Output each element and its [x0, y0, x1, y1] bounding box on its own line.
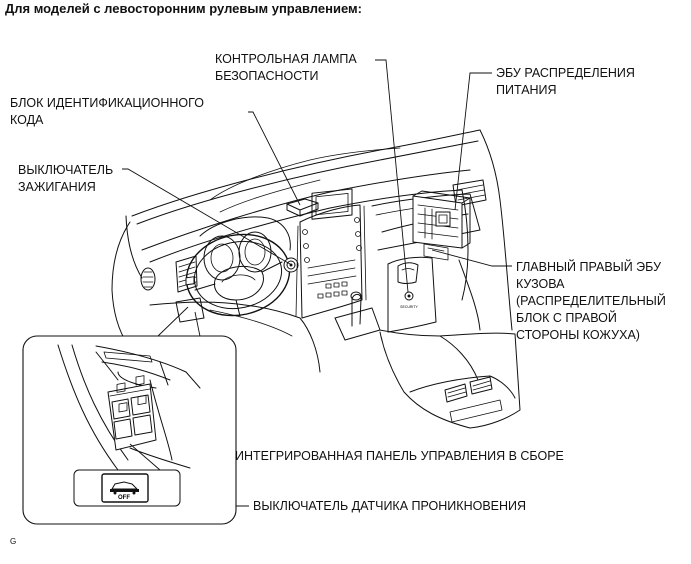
label-main-body-ecu-line-3: (РАСПРЕДЕЛИТЕЛЬНЫЙ [516, 294, 666, 308]
security-lamp-text: SECURITY [400, 305, 418, 309]
rear-vents [444, 376, 493, 403]
instrument-cluster [199, 216, 291, 281]
label-id-code-box: БЛОК ИДЕНТИФИКАЦИОННОГО КОДА [10, 95, 204, 129]
inset-integration-panel [107, 375, 157, 451]
leader-lines [122, 59, 512, 507]
security-lamp-panel: SECURITY [387, 256, 437, 333]
windshield-outline [125, 129, 501, 279]
label-security-lamp: КОНТРОЛЬНАЯ ЛАМПА БЕЗОПАСНОСТИ [215, 51, 357, 85]
car-icon [110, 481, 139, 495]
off-button-text: OFF [118, 495, 130, 501]
label-main-body-ecu-line-5: СТОРОНЫ КОЖУХА) [516, 328, 640, 342]
main-body-ecu-part [423, 243, 449, 261]
center-stack-buttons [317, 281, 348, 299]
center-tunnel [379, 199, 521, 429]
page-heading: Для моделей с левосторонним рулевым упра… [5, 1, 362, 16]
label-main-body-ecu-line-2: КУЗОВА [516, 277, 565, 291]
label-main-body-ecu-line-1: ГЛАВНЫЙ ПРАВЫЙ ЭБУ [516, 260, 662, 274]
ignition-switch-part [283, 257, 299, 273]
label-power-distribution-ecu: ЭБУ РАСПРЕДЕЛЕНИЯ ПИТАНИЯ [496, 65, 635, 99]
gear-lever [334, 291, 381, 341]
label-security-lamp-line-1: КОНТРОЛЬНАЯ ЛАМПА [215, 52, 357, 66]
figure-code: G [10, 537, 17, 546]
dashboard-top [141, 147, 471, 263]
lower-dash-left [149, 276, 321, 373]
inset-detail: OFF [22, 335, 237, 525]
label-ignition-switch-line-1: ВЫКЛЮЧАТЕЛЬ [18, 163, 114, 177]
label-main-body-ecu: ГЛАВНЫЙ ПРАВЫЙ ЭБУ КУЗОВА (РАСПРЕДЕЛИТЕЛ… [516, 259, 666, 344]
label-intrusion-sensor-switch: ВЫКЛЮЧАТЕЛЬ ДАТЧИКА ПРОНИКНОВЕНИЯ [253, 499, 527, 513]
label-id-code-box-line-1: БЛОК ИДЕНТИФИКАЦИОННОГО [10, 96, 204, 110]
inset-door-trim [57, 344, 201, 471]
label-ignition-switch: ВЫКЛЮЧАТЕЛЬ ЗАЖИГАНИЯ [18, 162, 113, 196]
label-main-body-ecu-line-4: БЛОК С ПРАВОЙ [516, 311, 617, 325]
label-power-ecu-line-1: ЭБУ РАСПРЕДЕЛЕНИЯ [496, 66, 635, 80]
label-integration-panel: ИНТЕГРИРОВАННАЯ ПАНЕЛЬ УПРАВЛЕНИЯ В СБОР… [235, 449, 564, 463]
label-ignition-switch-line-2: ЗАЖИГАНИЯ [18, 180, 96, 194]
left-vent [175, 255, 198, 293]
label-security-lamp-line-2: БЕЗОПАСНОСТИ [215, 69, 319, 83]
intrusion-sensor-switch-detail: OFF [73, 469, 181, 507]
left-door-side [111, 221, 156, 346]
power-distribution-ecu-part [412, 190, 471, 249]
center-stack [295, 188, 367, 319]
label-id-code-box-line-2: КОДА [10, 113, 44, 127]
label-power-ecu-line-2: ПИТАНИЯ [496, 83, 557, 97]
